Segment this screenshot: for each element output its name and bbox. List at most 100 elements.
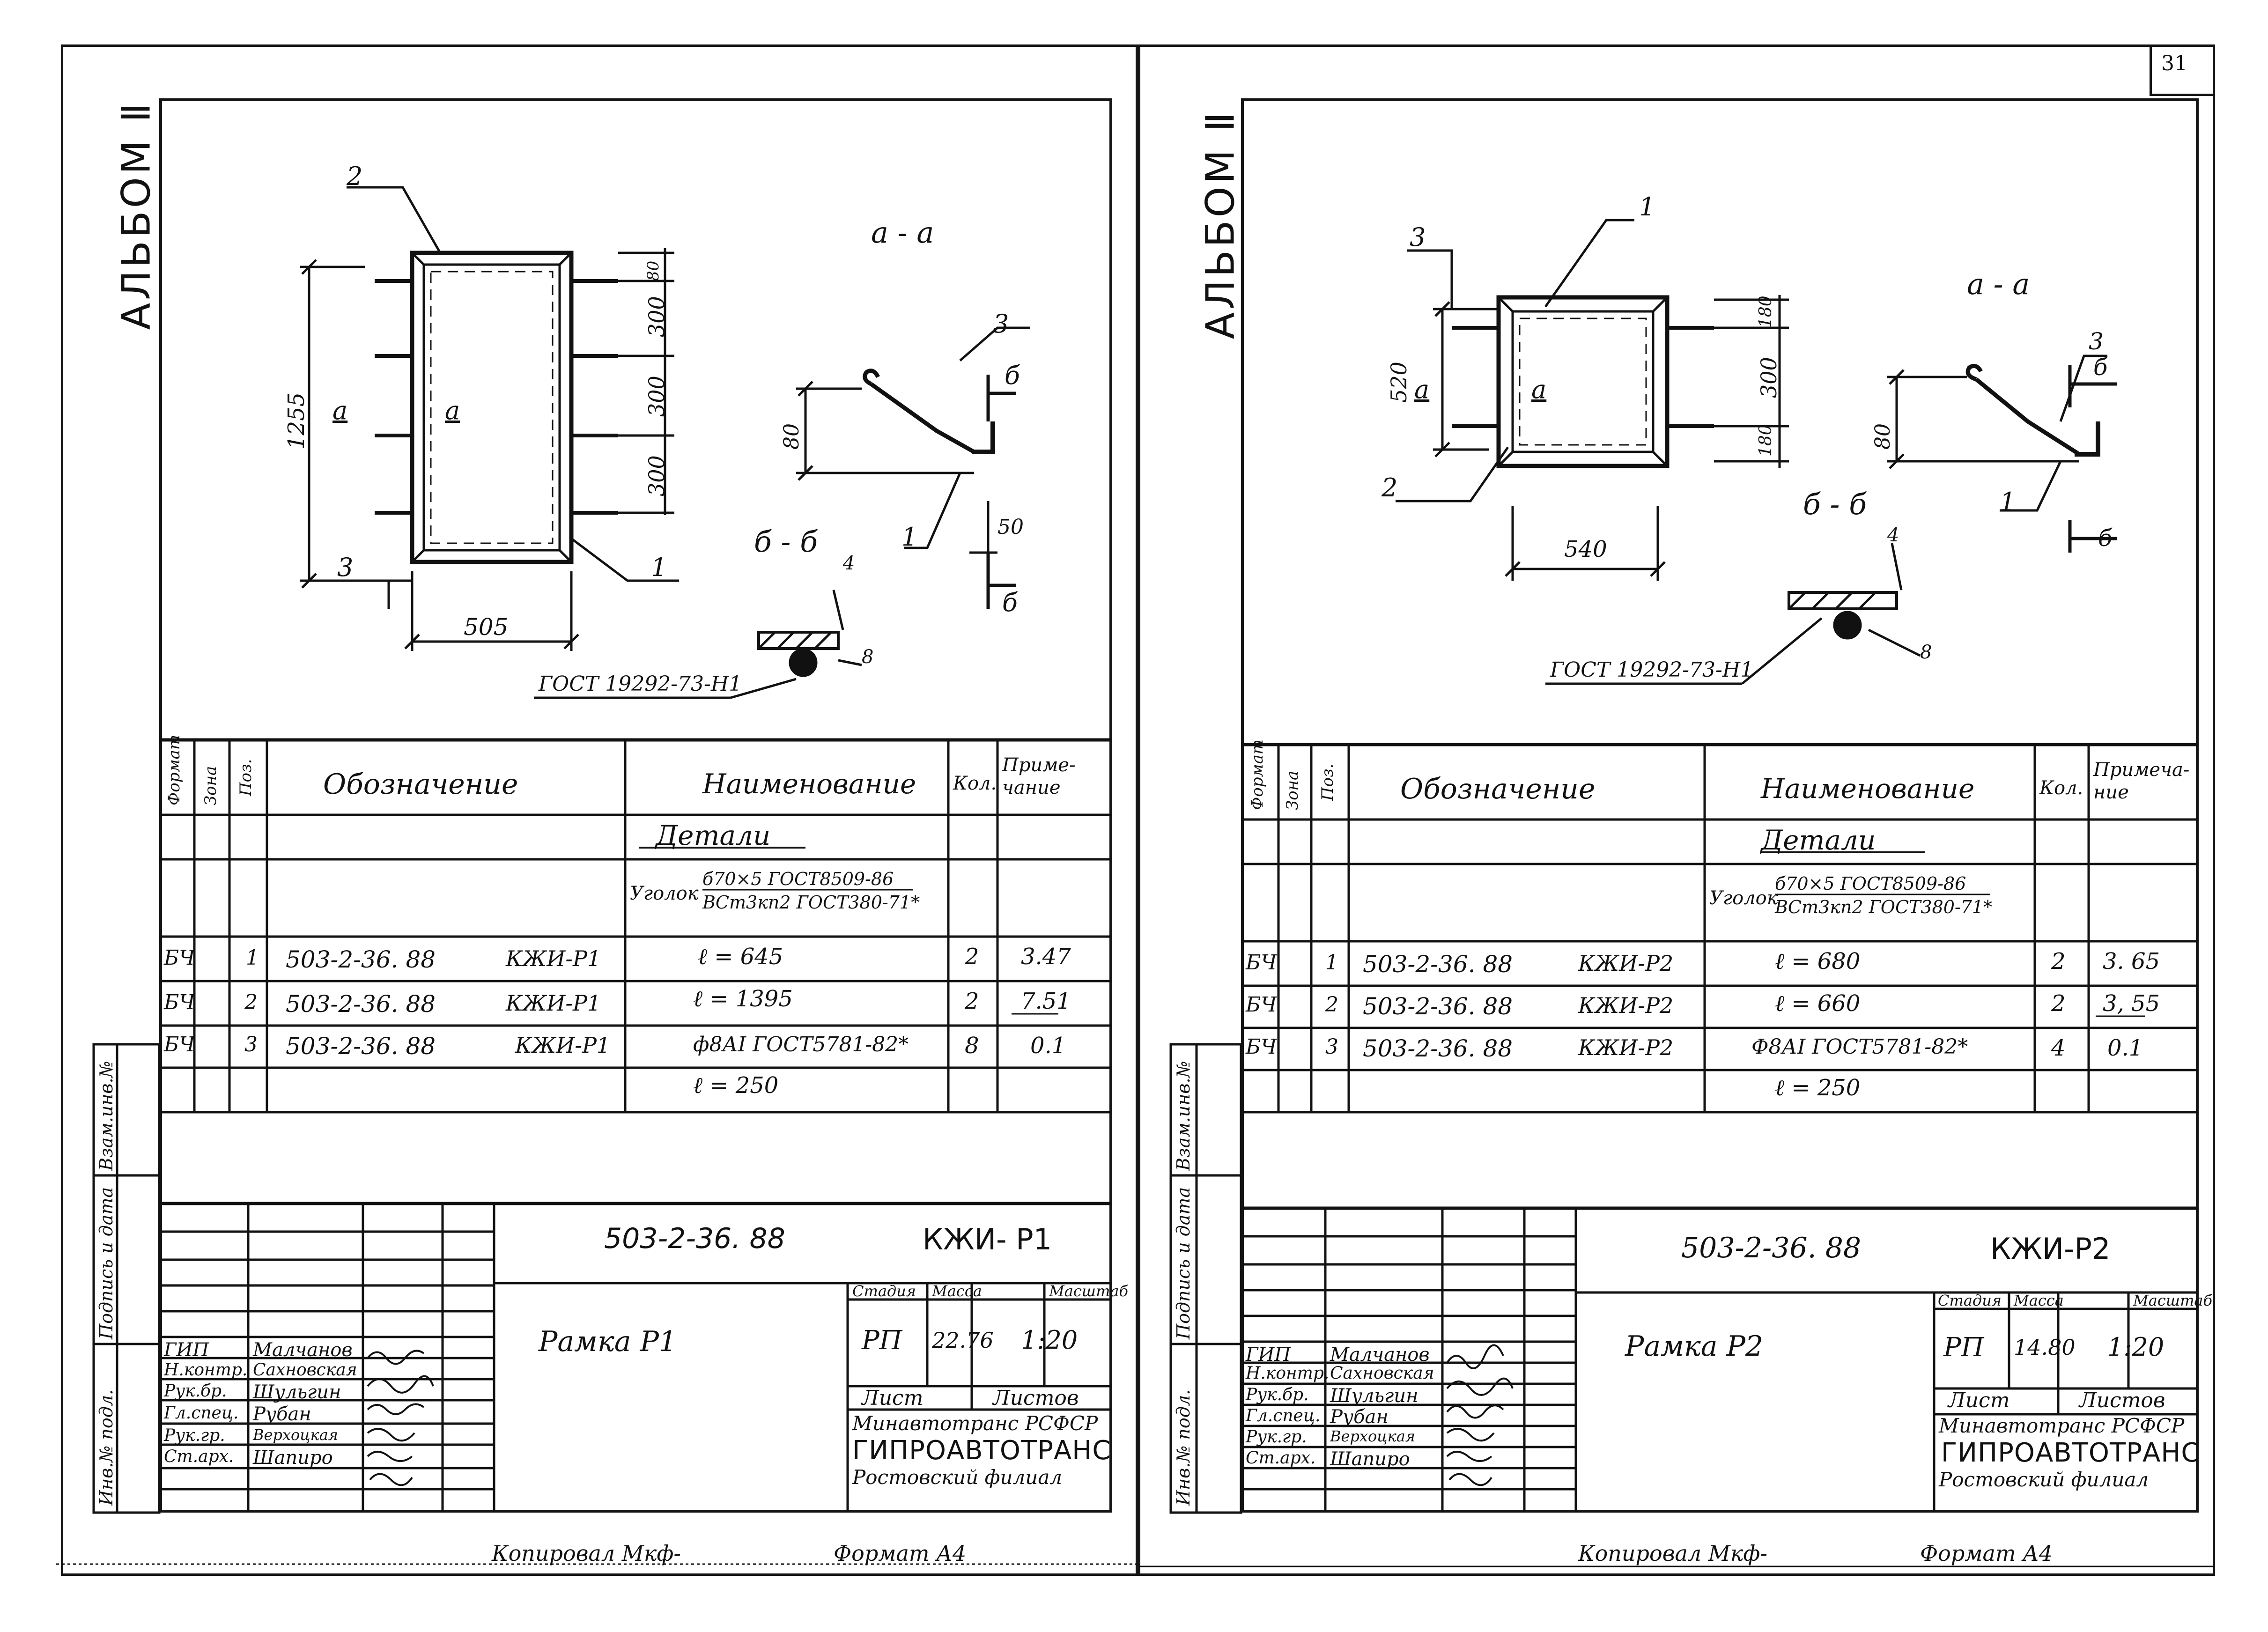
right-row3-format: БЧ (1246, 1035, 1277, 1059)
left-row3-code: 503-2-36. 88 (286, 1033, 436, 1060)
left-row1-qty: 2 (965, 944, 979, 970)
left-row3-mark: КЖИ-Р1 (515, 1033, 611, 1058)
right-tb-scale-label: Масштаб (2133, 1292, 2213, 1309)
right-tb-stage-label: Стадия (1938, 1292, 2002, 1309)
left-label-b2: б (1002, 588, 1018, 617)
left-label-3b: 3 (993, 309, 1009, 339)
right-section-title: Детали (1761, 824, 1876, 856)
left-row1-name: ℓ = 645 (698, 944, 783, 970)
left-footer-copied: Копировал Мкф- (492, 1541, 681, 1566)
right-section-bb: б - б (1803, 487, 1867, 521)
right-tb-org3: Ростовский филиал (1939, 1468, 2149, 1491)
right-row2-mark: КЖИ-Р2 (1578, 993, 1674, 1018)
left-section-aa: а - а (871, 215, 934, 250)
left-person-name: Верхоцкая (253, 1426, 338, 1444)
left-inner-frame (159, 98, 1112, 1513)
right-hdr-format: Формат (1248, 739, 1267, 810)
right-person-name: Шульгин (1330, 1385, 1418, 1407)
right-angle-den: ВСт3кп2 ГОСТ380-71* (1775, 897, 1993, 917)
left-tb-code: 503-2-36. 88 (604, 1222, 785, 1255)
left-person-name: Сахновская (253, 1360, 357, 1380)
left-hdr-zone: Зона (201, 766, 220, 805)
left-person-name: Малчанов (253, 1339, 353, 1361)
left-dim-50: 50 (997, 515, 1024, 539)
right-row2-qty: 2 (2051, 990, 2066, 1017)
left-row3-name: ф8АI ГОСТ5781-82* (693, 1033, 909, 1056)
left-tb-scale: 1:20 (1021, 1325, 1078, 1355)
left-tb-scale-label: Масштаб (1049, 1282, 1129, 1300)
right-footer-copied: Копировал Мкф- (1578, 1541, 1767, 1566)
left-dim-80top: 80 (644, 260, 663, 281)
right-person-role: Рук.бр. (1246, 1385, 1309, 1404)
left-dim-300a: 300 (644, 296, 669, 337)
left-person-role: ГИП (164, 1339, 209, 1361)
right-row3-pos: 3 (1325, 1035, 1338, 1059)
left-row1-mark: КЖИ-Р1 (506, 946, 601, 971)
right-label-a1: а (1414, 375, 1430, 404)
right-label-b2: б (2098, 524, 2113, 552)
left-person-role: Гл.спец. (164, 1403, 239, 1423)
left-person-role: Н.контр. (164, 1360, 248, 1380)
right-row1-pos: 1 (1325, 951, 1338, 975)
right-person-name: Сахновская (1330, 1364, 1434, 1383)
right-person-role: Н.контр. (1246, 1364, 1330, 1383)
right-gost-weld: ГОСТ 19292-73-Н1 (1550, 658, 1754, 682)
right-hdr-designation: Обозначение (1400, 773, 1596, 805)
right-person-name: Верхоцкая (1330, 1427, 1415, 1445)
right-row1-name: ℓ = 680 (1775, 948, 1861, 975)
left-tb-org3: Ростовский филиал (852, 1466, 1063, 1489)
left-label-a1: а (332, 396, 348, 425)
right-dim-80: 80 (1871, 423, 1895, 450)
right-label-a2: а (1531, 375, 1547, 404)
left-hdr-pos: Поз. (236, 759, 255, 796)
right-tb-org1: Минавтотранс РСФСР (1939, 1414, 2185, 1437)
right-tb-stage: РП (1943, 1332, 1984, 1363)
left-section-title: Детали (656, 820, 771, 851)
right-row3-qty: 4 (2051, 1035, 2066, 1061)
right-person-name: Рубан (1330, 1406, 1389, 1428)
left-stamp-sign: Подпись и дата (96, 1187, 117, 1339)
right-tb-name: Рамка Р2 (1625, 1330, 1764, 1363)
left-section-bb: б - б (754, 524, 818, 559)
right-row2-code: 503-2-36. 88 (1363, 993, 1513, 1020)
page-number: 31 (2161, 52, 2187, 75)
right-person-role: Ст.арх. (1246, 1448, 1316, 1468)
left-row2-mark: КЖИ-Р1 (506, 990, 601, 1016)
right-label-b1: б (2093, 354, 2108, 381)
left-dim-300b: 300 (644, 376, 669, 417)
left-person-name: Шульгин (253, 1381, 341, 1403)
left-row1-note: 3.47 (1021, 944, 1071, 970)
left-label-1b: 1 (901, 522, 918, 552)
right-row2-note: 3, 55 (2103, 990, 2160, 1017)
left-tb-sheets-label: Листов (993, 1386, 1079, 1410)
left-label-a2: а (445, 396, 460, 425)
left-dim-4: 4 (843, 553, 855, 574)
left-row2-code: 503-2-36. 88 (286, 990, 436, 1018)
right-row2-format: БЧ (1246, 993, 1277, 1017)
right-label-2: 2 (1381, 473, 1398, 502)
left-tb-mark: КЖИ- Р1 (923, 1222, 1052, 1256)
right-extra-row: ℓ = 250 (1775, 1075, 1861, 1101)
left-tb-stage-label: Стадия (852, 1282, 916, 1300)
left-angle-num: б70×5 ГОСТ8509-86 (702, 869, 894, 889)
left-hdr-name: Наименование (702, 768, 916, 800)
left-person-role: Рук.гр. (164, 1426, 225, 1445)
right-stamp-sign: Подпись и дата (1173, 1187, 1194, 1339)
right-label-1: 1 (1639, 192, 1655, 222)
right-inner-frame (1241, 98, 2199, 1513)
left-angle-prefix: Уголок (630, 883, 699, 904)
left-row1-code: 503-2-36. 88 (286, 946, 436, 973)
left-row2-qty: 2 (965, 988, 979, 1014)
right-tb-sheet-label: Лист (1948, 1388, 2010, 1412)
left-label-1: 1 (651, 553, 667, 582)
right-person-name: Малчанов (1330, 1344, 1430, 1366)
right-dim-4: 4 (1887, 524, 1899, 546)
left-tb-mass-label: Масса (932, 1282, 982, 1300)
right-dim-540: 540 (1564, 536, 1607, 562)
left-tb-org1: Минавтотранс РСФСР (852, 1412, 1098, 1435)
right-frame-outer (1496, 295, 1670, 468)
left-hdr-qty: Кол. (953, 773, 997, 794)
left-dim-80: 80 (780, 423, 804, 450)
left-row3-qty: 8 (965, 1033, 979, 1059)
left-tb-name: Рамка Р1 (539, 1325, 677, 1358)
